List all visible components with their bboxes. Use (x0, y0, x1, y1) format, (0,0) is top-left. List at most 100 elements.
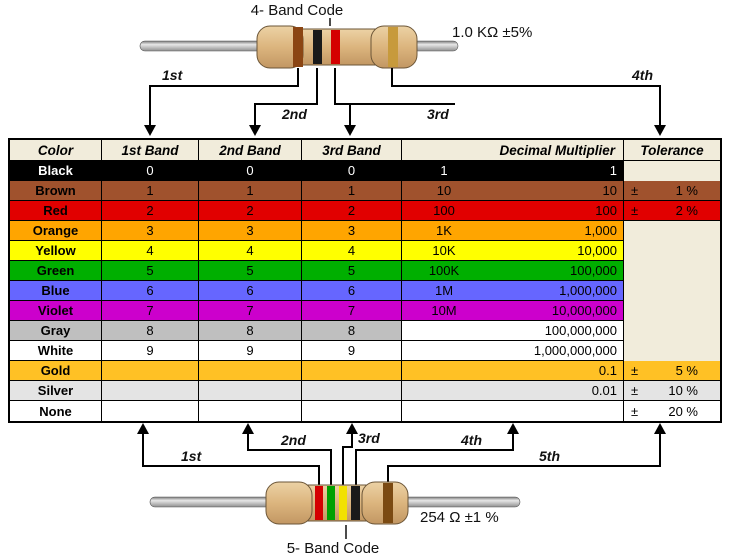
band-3-value (302, 361, 402, 381)
band-3-value: 3 (302, 221, 402, 241)
color-name: Gray (10, 321, 102, 341)
label-1st: 1st (181, 448, 203, 464)
band-3-value: 0 (302, 161, 402, 181)
arrow-3rd-band: 3rd (334, 68, 455, 136)
tolerance-sign: ± (631, 203, 639, 218)
tolerance-value: 5 % (675, 363, 698, 378)
band-2-green (327, 486, 335, 520)
multiplier-short: 10M (431, 303, 457, 318)
label-2nd: 2nd (280, 432, 306, 448)
table-row-none: None±20 % (10, 401, 720, 421)
multiplier-long: 1,000,000,000 (533, 343, 617, 358)
band-2-value: 1 (199, 181, 302, 201)
tolerance-sign: ± (631, 183, 639, 198)
band-4-gold (388, 27, 398, 67)
multiplier-long: 10,000,000 (551, 303, 617, 318)
multiplier-short: 100 (433, 203, 455, 218)
arrow-4th-band: 4th (391, 67, 666, 136)
tolerance-cell (624, 301, 720, 321)
color-name: Green (10, 261, 102, 281)
multiplier-long: 10,000 (577, 243, 617, 258)
multiplier-long: 100,000 (570, 263, 617, 278)
color-name: White (10, 341, 102, 361)
band-2-black (313, 30, 322, 64)
label-1st: 1st (162, 67, 184, 83)
multiplier-cell: 10M 10,000,000 (402, 301, 624, 321)
band-3-value: 6 (302, 281, 402, 301)
label-3rd: 3rd (427, 106, 449, 122)
tolerance-cell: ±5 % (624, 361, 720, 381)
color-name: Violet (10, 301, 102, 321)
arrow-up-3rd-band: 3rd (342, 423, 380, 485)
header-2nd-band: 2nd Band (199, 140, 302, 161)
header-decimal-multiplier: Decimal Multiplier (402, 140, 624, 161)
tolerance-cell (624, 321, 720, 341)
band-3-value: 5 (302, 261, 402, 281)
band-3-value: 4 (302, 241, 402, 261)
color-name: Silver (10, 381, 102, 401)
band-1-value: 4 (102, 241, 199, 261)
five-band-value-label: 254 Ω ±1 % (420, 509, 499, 526)
multiplier-short: 1 (440, 163, 448, 178)
multiplier-short: 10K (432, 243, 456, 258)
band-3-value: 7 (302, 301, 402, 321)
band-1-value: 1 (102, 181, 199, 201)
band-1-value: 6 (102, 281, 199, 301)
band-1-value: 9 (102, 341, 199, 361)
band-1-value: 0 (102, 161, 199, 181)
band-1-value (102, 381, 199, 401)
header-3rd-band: 3rd Band (302, 140, 402, 161)
color-name: Red (10, 201, 102, 221)
band-1-value: 2 (102, 201, 199, 221)
tolerance-value: 1 % (675, 183, 698, 198)
header-1st-band: 1st Band (102, 140, 199, 161)
band-1-value (102, 401, 199, 421)
band-2-value (199, 361, 302, 381)
multiplier-long: 1 (609, 163, 617, 178)
band-1-brown (293, 27, 303, 67)
header-tolerance: Tolerance (624, 140, 720, 161)
color-name: None (10, 401, 102, 421)
multiplier-short: 1K (436, 223, 452, 238)
band-1-value: 7 (102, 301, 199, 321)
multiplier-cell: 100,000,000 (402, 321, 624, 341)
tolerance-value: 10 % (668, 383, 698, 398)
arrow-up-5th-band: 5th (387, 423, 666, 485)
band-3-value: 2 (302, 201, 402, 221)
tolerance-cell: ±2 % (624, 201, 720, 221)
band-2-value: 6 (199, 281, 302, 301)
band-2-value: 2 (199, 201, 302, 221)
band-2-value: 8 (199, 321, 302, 341)
band-1-value (102, 361, 199, 381)
band-1-value: 3 (102, 221, 199, 241)
tolerance-value: 2 % (675, 203, 698, 218)
multiplier-cell: 0.01 (402, 381, 624, 401)
arrow-2nd-band: 2nd (249, 68, 318, 136)
color-name: Black (10, 161, 102, 181)
band-2-value: 9 (199, 341, 302, 361)
band-4-black (351, 486, 360, 520)
color-name: Orange (10, 221, 102, 241)
multiplier-cell: 1,000,000,000 (402, 341, 624, 361)
band-3-value: 8 (302, 321, 402, 341)
five-band-resistor-art: 1st 2nd 3rd 4th 5th (137, 423, 666, 557)
tolerance-cell (624, 261, 720, 281)
multiplier-cell: 10K 10,000 (402, 241, 624, 261)
label-2nd: 2nd (281, 106, 307, 122)
